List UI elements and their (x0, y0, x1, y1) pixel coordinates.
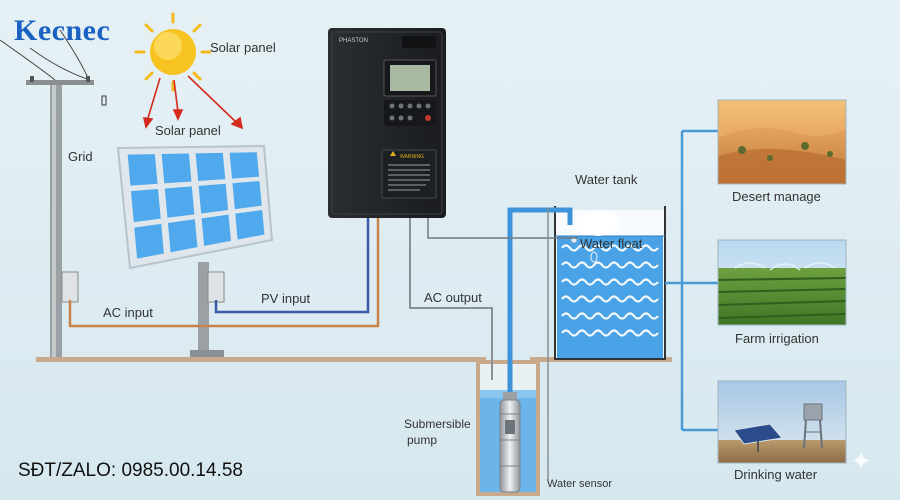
solar-cell (198, 183, 229, 214)
solar-cell (161, 153, 192, 184)
ac-input-cable (68, 218, 380, 328)
pv-input-cable (214, 218, 370, 314)
ac-input-label: AC input (103, 305, 153, 320)
submersible-label-line2: pump (407, 433, 438, 447)
ac-output-cable (409, 218, 493, 380)
solar-cell (195, 152, 226, 181)
solar-cell (232, 181, 262, 210)
farm-photo (717, 239, 847, 326)
outlet-pipes (665, 129, 718, 432)
solar-cell (201, 214, 231, 246)
drinking-label: Drinking water (734, 467, 818, 482)
inverter-brand: PHASTON (339, 38, 368, 44)
solar-panel-label: Solar panel (155, 123, 221, 138)
solar-cell (229, 152, 260, 179)
water-wave (561, 261, 659, 269)
desert-label: Desert manage (732, 189, 821, 204)
solar-cell (130, 189, 161, 223)
contact-info: SĐT/ZALO: 0985.00.14.58 (18, 460, 243, 481)
ac-output-label: AC output (424, 290, 482, 305)
pv-input-label: PV input (261, 291, 311, 306)
float-cable (427, 218, 578, 239)
inverter: PHASTON WARNING (328, 28, 446, 218)
drinking-water-photo (717, 380, 847, 464)
solar-cell (134, 223, 164, 259)
sun-icon (134, 12, 212, 92)
brand-logo: Kecnec (14, 14, 111, 47)
solar-panel (116, 144, 274, 358)
inverter-keypad (384, 100, 436, 126)
water-wave (561, 329, 659, 337)
inverter-warning: WARNING (400, 154, 424, 160)
solar-cells (127, 152, 265, 259)
water-wave (561, 312, 659, 320)
sparkle-icon: ✦ (850, 446, 872, 476)
solar-cell (167, 219, 198, 253)
farm-label: Farm irrigation (735, 331, 819, 346)
solar-cell (235, 209, 265, 240)
water-wave (561, 244, 659, 252)
water-wave (561, 278, 659, 286)
submersible-pump (499, 392, 521, 493)
submersible-label-line1: Submersible (404, 417, 471, 431)
water-tank (554, 206, 666, 360)
water-float-label: Water float (580, 236, 643, 251)
solar-panel-top-label: Solar panel (210, 40, 276, 55)
water-wave (561, 295, 659, 303)
solar-cell (127, 154, 158, 186)
desert-photo (717, 99, 847, 185)
solar-cell (164, 186, 195, 218)
grid-label: Grid (68, 149, 93, 164)
water-tank-label: Water tank (575, 172, 638, 187)
sunlight-arrows (142, 75, 244, 130)
water-pipe (507, 207, 573, 395)
grid-pole (26, 76, 107, 360)
grid-wires (0, 29, 91, 81)
water-sensor-label: Water sensor (547, 478, 613, 490)
